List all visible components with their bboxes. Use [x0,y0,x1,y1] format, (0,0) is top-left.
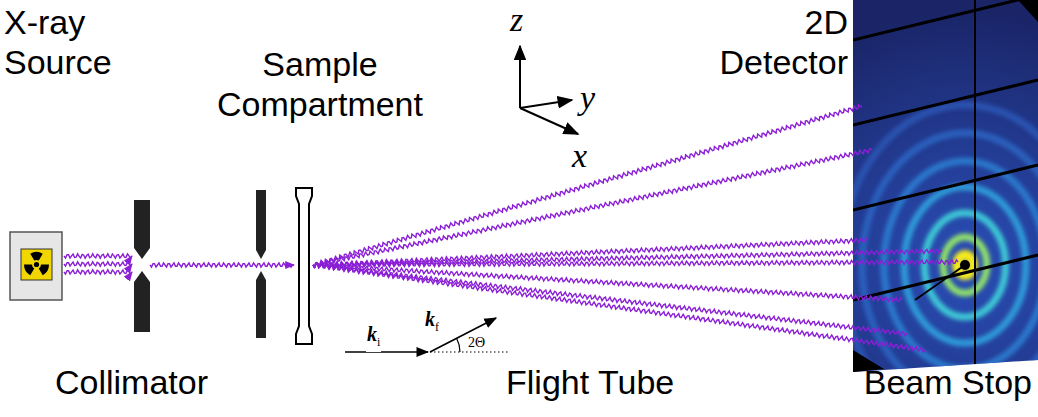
xray-ray [64,262,132,266]
vector-label: ki [366,324,381,352]
xray-ray [313,263,902,301]
xray-ray [313,260,958,267]
axis-label: z [510,2,523,38]
xray-ray [64,254,132,258]
sample-label: Sample Compartment [195,44,445,124]
xray-ray [313,105,862,267]
xray-source [10,232,62,300]
xray-beams [64,105,958,352]
axis-label: x [572,138,587,174]
axes [520,46,578,134]
beam-stop [915,260,970,300]
axis-label: y [580,80,595,116]
xray-ray [313,264,908,336]
detector-panel [840,0,1038,417]
detector-label: 2D Detector [676,2,848,82]
vector-label: kf [424,309,440,337]
sample-holder [296,188,312,344]
beam-stop-label: Beam Stop [800,362,1032,402]
xray-ray [150,263,294,267]
xray-ray [64,270,132,274]
xray-ray [313,148,872,266]
xray-ray [313,264,925,352]
flight-tube-label: Flight Tube [506,362,674,402]
source-label: X-ray Source [4,2,174,82]
angle-label: 2Θ [468,336,485,350]
collimator-label: Collimator [55,362,208,402]
